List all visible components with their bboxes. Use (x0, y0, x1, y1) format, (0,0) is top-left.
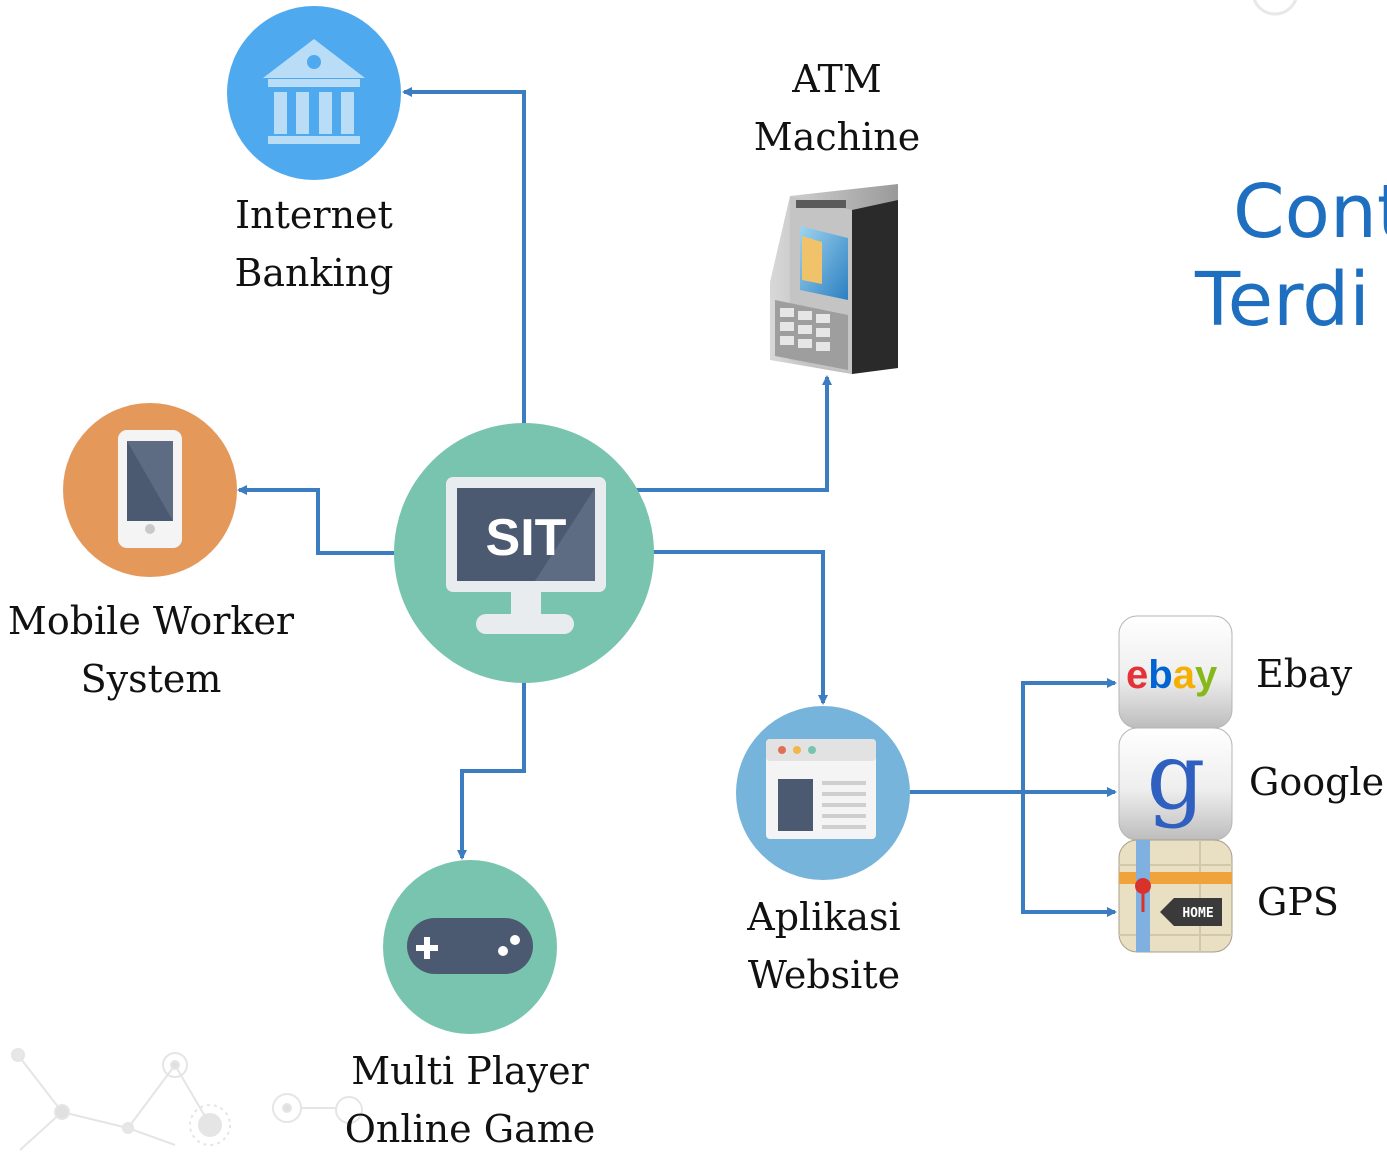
google-letter: g (1147, 723, 1206, 830)
atm-machine-label: ATM Machine (727, 50, 947, 166)
google-label: Google (1249, 760, 1385, 804)
gps-map-icon[interactable]: HOME (1118, 839, 1233, 953)
ebay-letter-b: b (1148, 653, 1172, 697)
aplikasi-website-label: Aplikasi Website (724, 888, 924, 1004)
multiplayer-line2: Online Game (344, 1107, 596, 1151)
mobile-worker-line1: Mobile Worker (7, 599, 295, 643)
aplikasi-line1: Aplikasi (747, 895, 901, 939)
atm-machine-icon[interactable] (770, 184, 898, 374)
gps-home-badge: HOME (1182, 906, 1213, 921)
google-icon[interactable]: g (1118, 723, 1233, 841)
bank-icon[interactable] (227, 6, 401, 180)
mobile-worker-line2: System (80, 657, 222, 701)
mobile-worker-label: Mobile Worker System (0, 592, 302, 708)
arrow-to-multiplayer-game (457, 680, 526, 860)
atm-label-line1: ATM (792, 57, 882, 101)
browser-window-icon[interactable] (736, 706, 910, 880)
slide-title: Cont Terdi (1195, 168, 1387, 344)
internet-banking-label: Internet Banking (214, 186, 414, 302)
ebay-letter-y: y (1195, 653, 1218, 697)
internet-banking-line2: Banking (234, 251, 394, 295)
ebay-letter-e: e (1126, 653, 1148, 697)
internet-banking-line1: Internet (235, 193, 393, 237)
arrow-to-ebay (1021, 678, 1117, 792)
gps-label: GPS (1257, 880, 1339, 924)
arrow-to-aplikasi-website (652, 550, 828, 705)
ebay-icon[interactable]: ebay (1118, 615, 1233, 729)
sit-label: SIT (486, 509, 567, 567)
aplikasi-line2: Website (747, 953, 901, 997)
decorative-circle (1252, 0, 1298, 16)
decorative-network-graphic (11, 1048, 363, 1151)
ebay-label: Ebay (1256, 652, 1353, 696)
multiplayer-line1: Multi Player (351, 1049, 589, 1093)
ebay-letter-a: a (1173, 653, 1196, 697)
multiplayer-game-label: Multi Player Online Game (320, 1042, 620, 1158)
sit-hub[interactable]: SIT (394, 423, 654, 683)
title-line2: Terdi (1195, 257, 1370, 343)
arrow-to-internet-banking (402, 87, 526, 452)
atm-label-line2: Machine (753, 115, 921, 159)
arrow-to-mobile-worker (237, 485, 396, 555)
arrow-to-gps (1021, 792, 1117, 917)
gamepad-icon[interactable] (383, 860, 557, 1034)
title-line1: Cont (1233, 169, 1387, 255)
smartphone-icon[interactable] (63, 403, 237, 577)
arrow-to-atm-machine (632, 375, 832, 492)
connectors (237, 87, 1117, 917)
svg-text:ebay: ebay (1126, 653, 1218, 697)
